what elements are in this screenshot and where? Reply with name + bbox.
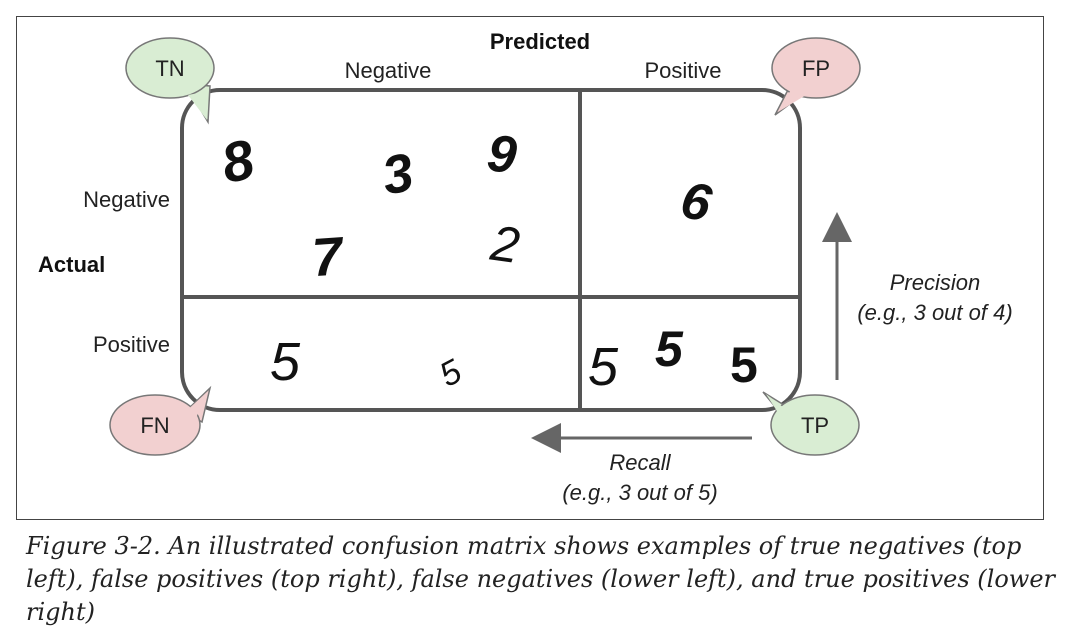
tp-bubble-label: TP xyxy=(801,413,829,438)
tn-bubble-label: TN xyxy=(155,56,184,81)
tp-bubble: TP xyxy=(763,392,859,455)
fn-bubble-label: FN xyxy=(140,413,169,438)
actual-label: Actual xyxy=(38,252,105,277)
figure-caption: Figure 3-2. An illustrated confusion mat… xyxy=(26,530,1066,629)
recall-example: (e.g., 3 out of 5) xyxy=(562,480,717,505)
tn-digit: 3 xyxy=(378,142,418,206)
tn-cell: 8 3 9 7 2 xyxy=(216,124,523,288)
precision-example: (e.g., 3 out of 4) xyxy=(857,300,1012,325)
fn-cell: 5 5 xyxy=(270,332,468,395)
recall-label: Recall xyxy=(609,450,671,475)
tp-digit: 5 xyxy=(588,337,619,397)
row-negative-label: Negative xyxy=(83,187,170,212)
tn-digit: 8 xyxy=(216,127,260,195)
confusion-matrix-diagram: Predicted Negative Positive Negative Act… xyxy=(0,0,1077,530)
fn-digit: 5 xyxy=(270,332,301,392)
fn-digit: 5 xyxy=(433,352,468,394)
tn-digit: 7 xyxy=(310,226,347,288)
tn-digit: 9 xyxy=(485,124,520,185)
fp-cell: 6 xyxy=(676,171,717,234)
column-positive-label: Positive xyxy=(644,58,721,83)
tp-cell: 5 5 5 xyxy=(588,321,758,397)
predicted-label: Predicted xyxy=(490,29,590,54)
tn-digit: 2 xyxy=(487,215,524,274)
column-negative-label: Negative xyxy=(345,58,432,83)
fp-digit: 6 xyxy=(676,171,717,234)
fp-bubble-label: FP xyxy=(802,56,830,81)
tp-digit: 5 xyxy=(730,337,758,393)
row-positive-label: Positive xyxy=(93,332,170,357)
fp-bubble: FP xyxy=(772,38,860,115)
tp-digit: 5 xyxy=(655,321,684,377)
tn-bubble: TN xyxy=(126,38,214,122)
precision-label: Precision xyxy=(890,270,980,295)
